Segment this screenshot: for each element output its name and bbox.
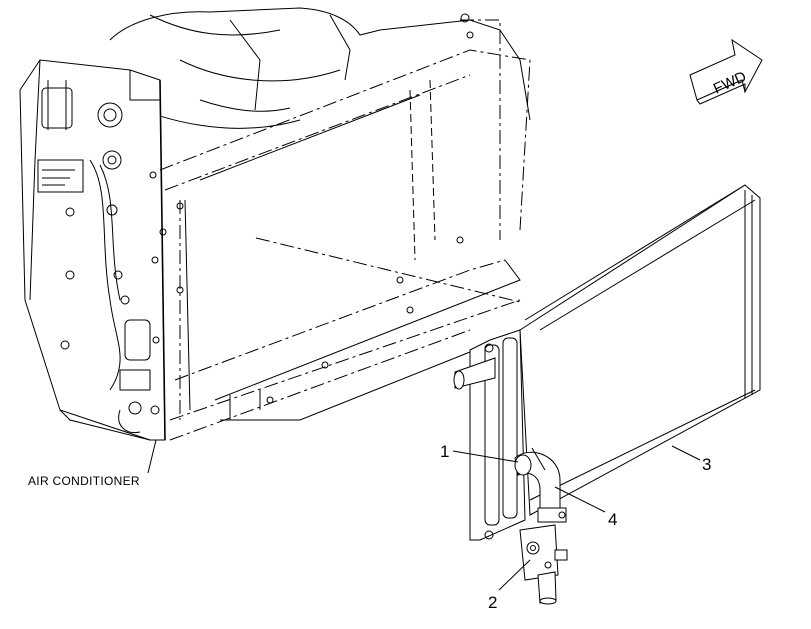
leader-line-2	[498, 559, 531, 591]
leader-line-air-conditioner	[147, 439, 157, 474]
air-conditioner-unit	[19, 7, 531, 441]
callout-4: 4	[608, 510, 617, 529]
leader-line-1	[452, 450, 519, 463]
leader-line-3	[671, 445, 701, 461]
condenser-assembly	[453, 184, 761, 605]
callout-1: 1	[440, 442, 449, 461]
callout-2: 2	[488, 593, 497, 612]
leader-line-4	[554, 486, 606, 513]
alignment-line	[255, 237, 521, 303]
fwd-direction-arrow: FWD	[689, 38, 763, 105]
condenser-mounting-frame	[159, 13, 531, 441]
callout-3: 3	[702, 455, 711, 474]
callouts: 1 2 3 4 AIR CONDITIONER	[28, 439, 711, 612]
air-conditioner-caption: AIR CONDITIONER	[28, 474, 140, 488]
